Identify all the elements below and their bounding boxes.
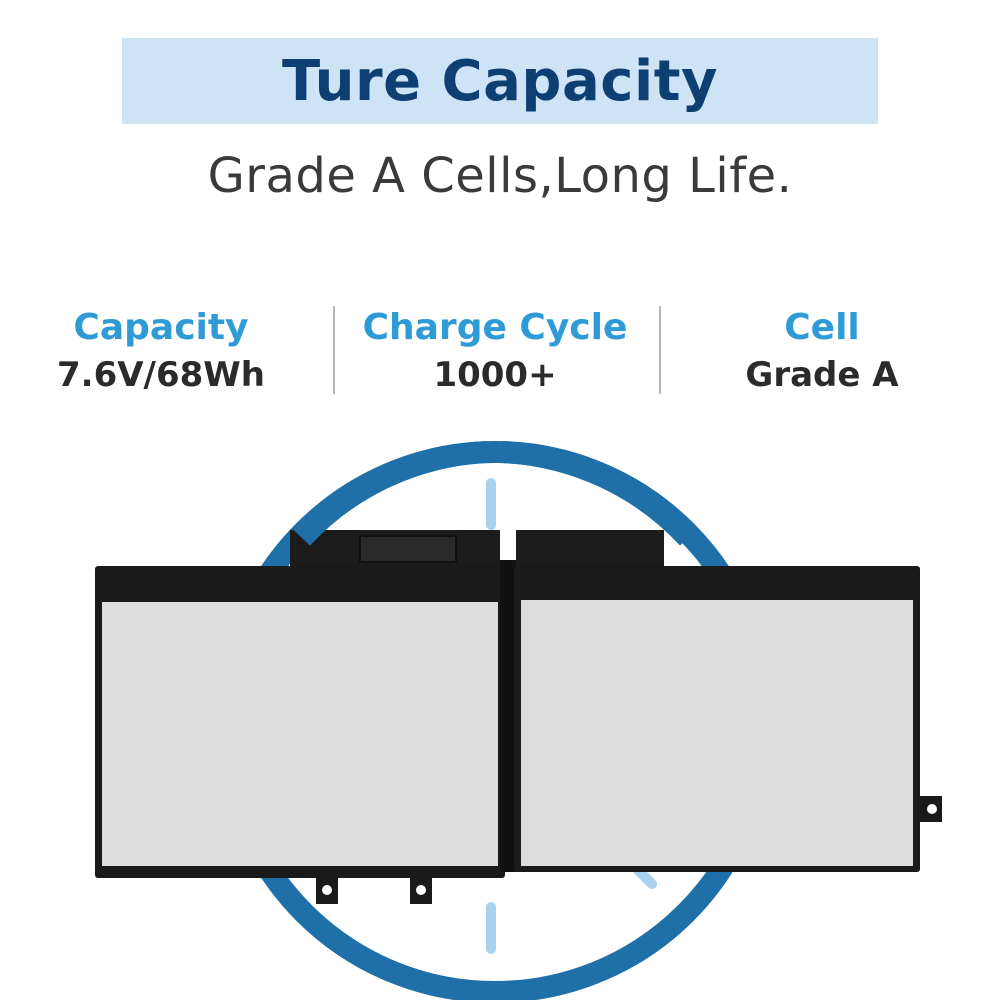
spec-capacity-label: Capacity (73, 307, 249, 348)
spec-charge-cycle-label: Charge Cycle (362, 307, 628, 348)
page-subtitle: Grade A Cells,Long Life. (207, 148, 793, 204)
page-title: Ture Capacity (282, 48, 718, 114)
battery-left-pack (95, 530, 505, 904)
battery-right-pack (514, 530, 942, 872)
spec-divider (659, 306, 661, 394)
tick-bottom (486, 902, 496, 954)
spec-charge-cycle: Charge Cycle 1000+ (330, 306, 660, 398)
spec-capacity-value: 7.6V/68Wh (57, 355, 265, 395)
title-banner: Ture Capacity (122, 38, 878, 124)
spec-cell-label: Cell (784, 307, 860, 348)
tick-top (486, 478, 496, 530)
spec-cell: Cell Grade A (657, 306, 987, 398)
spec-charge-cycle-value: 1000+ (433, 355, 557, 395)
spec-capacity: Capacity 7.6V/68Wh (0, 306, 326, 398)
spec-cell-value: Grade A (745, 355, 899, 395)
spec-divider (333, 306, 335, 394)
battery-illustration (95, 441, 942, 1000)
